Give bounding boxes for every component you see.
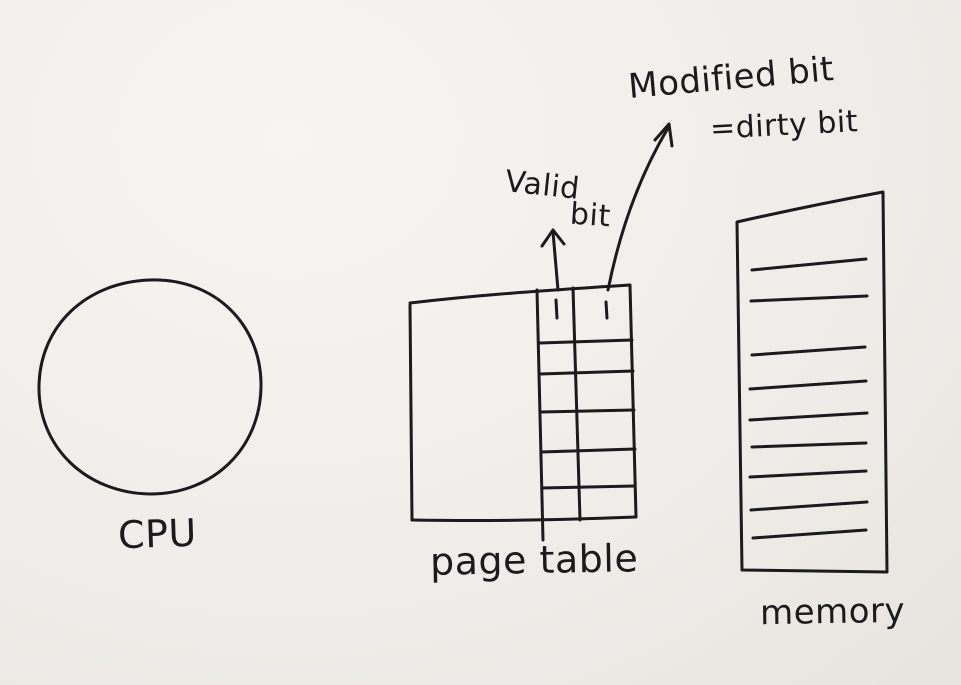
bit-row-1 xyxy=(538,338,634,345)
memory-row-7 xyxy=(748,469,868,479)
bit-row-5 xyxy=(540,484,637,490)
memory-row-6 xyxy=(750,441,868,449)
valid-column-right xyxy=(571,286,582,522)
memory-row-8 xyxy=(749,500,869,512)
modified-arrow-head xyxy=(653,122,674,148)
memory-row-9 xyxy=(751,528,868,540)
valid-tick xyxy=(554,298,559,320)
memory-row-4 xyxy=(748,379,868,391)
memory-row-3 xyxy=(750,345,867,357)
bit-row-4 xyxy=(539,447,637,454)
modified-tick xyxy=(604,300,609,320)
page-table-bottom-edge xyxy=(410,515,638,523)
modified-arrow-shaft xyxy=(606,126,670,292)
cpu-circle xyxy=(37,278,263,496)
valid-column-left xyxy=(535,288,545,542)
bit-row-3 xyxy=(539,408,636,414)
bit-row-2 xyxy=(538,369,635,376)
memory-row-1 xyxy=(750,257,868,272)
memory-row-2 xyxy=(749,294,869,303)
page-table-top-edge xyxy=(408,283,632,305)
valid-bit-label: bit xyxy=(568,196,612,235)
valid-arrow-head xyxy=(540,228,566,248)
cpu-label: CPU xyxy=(117,510,198,558)
memory-box xyxy=(735,190,889,574)
memory-label: memory xyxy=(759,590,906,634)
page-table-label: page table xyxy=(429,536,639,584)
page-table-left-edge xyxy=(408,303,414,522)
memory-row-5 xyxy=(748,411,869,422)
page-table-right-edge xyxy=(628,283,638,519)
valid-arrow-shaft xyxy=(551,230,560,292)
